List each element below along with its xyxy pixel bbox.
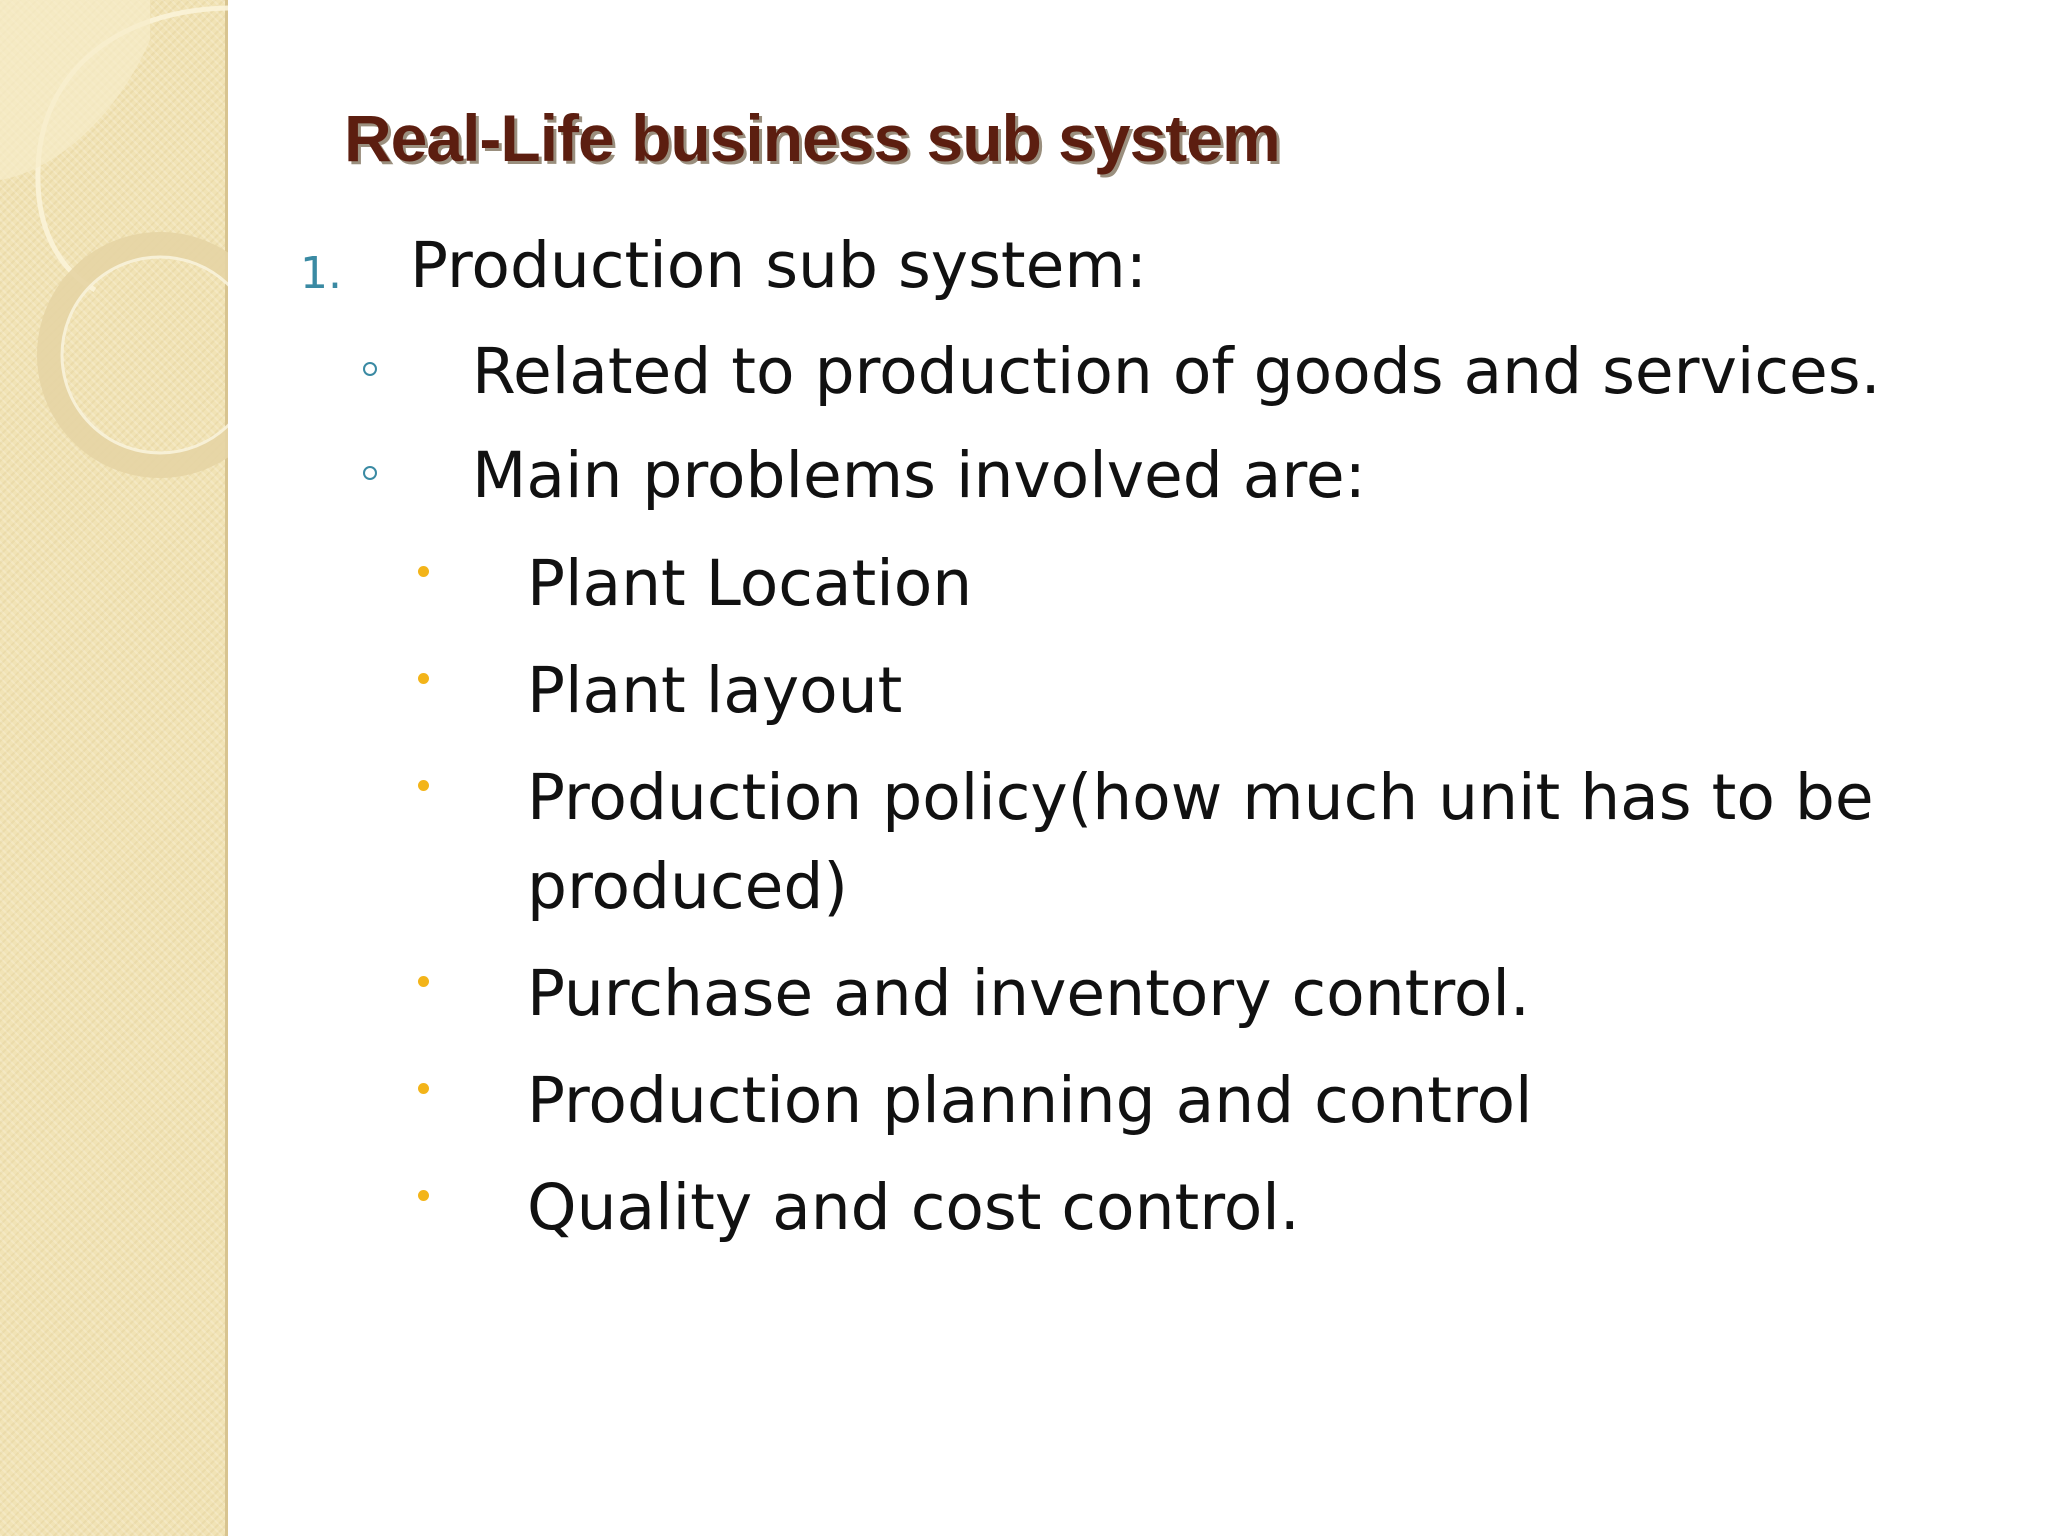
decorative-rings [0,0,228,478]
slide-title: Real-Life business sub system [344,101,1281,175]
problem-item-purchase-inventory: Purchase and inventory control. [527,957,1530,1030]
dot-bullet-icon [418,566,429,577]
hollow-circle-bullet-icon [363,362,377,376]
problem-item-plant-layout: Plant layout [527,654,903,727]
problem-item-plant-location: Plant Location [527,547,973,620]
list-item-production-sub-system: Production sub system: [410,229,1147,302]
problem-item-production-planning: Production planning and control [527,1064,1533,1137]
sub-item-related-to-production: Related to production of goods and servi… [472,335,1881,408]
problem-item-production-policy-line2: produced) [527,850,848,923]
dot-bullet-icon [418,976,429,987]
dot-bullet-icon [418,1083,429,1094]
problem-item-production-policy-line1: Production policy(how much unit has to b… [527,761,1874,834]
problem-item-quality-cost: Quality and cost control. [527,1171,1300,1244]
dot-bullet-icon [418,780,429,791]
hollow-circle-bullet-icon [363,466,377,480]
sub-item-main-problems: Main problems involved are: [472,439,1366,512]
list-number-marker: 1. [300,248,342,299]
dot-bullet-icon [418,673,429,684]
dot-bullet-icon [418,1190,429,1201]
decorative-side-band [0,0,228,1536]
